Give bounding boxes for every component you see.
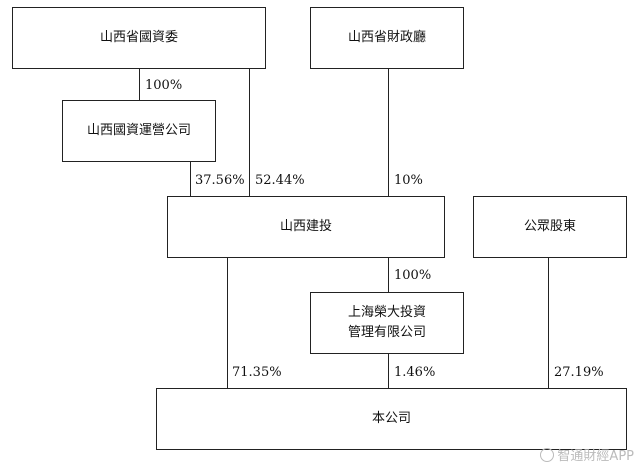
pct-sasac-to-ops: 100% — [145, 78, 183, 93]
watermark-text: 智通財經APP — [557, 449, 634, 464]
watermark: 智通財經APP — [540, 445, 634, 464]
pct-construction-to-rongda: 100% — [394, 268, 432, 283]
pct-ops-to-construction: 37.56% — [195, 173, 245, 188]
finance-dept-box: 山西省財政廳 — [310, 7, 464, 69]
line-construction-to-rongda — [388, 258, 389, 292]
line-ops-to-construction — [190, 162, 191, 196]
watermark-logo-icon — [540, 447, 555, 462]
public-shareholders-label: 公眾股東 — [523, 219, 576, 234]
line-rongda-to-company — [388, 354, 389, 388]
sasac-label: 山西省國資委 — [99, 30, 178, 45]
sasac-box: 山西省國資委 — [12, 7, 266, 69]
pct-finance-to-construction: 10% — [394, 173, 423, 188]
pct-sasac-to-construction: 52.44% — [255, 173, 305, 188]
line-construction-to-company — [227, 258, 228, 388]
pct-rongda-to-company: 1.46% — [394, 365, 436, 380]
line-sasac-to-ops — [139, 69, 140, 100]
shanghai-rongda-label-line1: 上海榮大投資 — [347, 305, 426, 320]
finance-dept-label: 山西省財政廳 — [347, 30, 426, 45]
state-capital-ops-label: 山西國資運營公司 — [86, 123, 191, 138]
pct-public-to-company: 27.19% — [554, 365, 604, 380]
shanghai-rongda-box: 上海榮大投資 管理有限公司 — [310, 292, 464, 354]
company-box: 本公司 — [156, 388, 627, 450]
sx-construction-box: 山西建投 — [167, 196, 445, 258]
line-public-to-company — [548, 258, 549, 388]
company-label: 本公司 — [371, 411, 411, 426]
pct-construction-to-company: 71.35% — [232, 365, 282, 380]
shanghai-rongda-label-line2: 管理有限公司 — [347, 325, 426, 340]
line-sasac-to-construction — [249, 69, 250, 196]
sx-construction-label: 山西建投 — [279, 219, 332, 234]
state-capital-ops-box: 山西國資運營公司 — [62, 100, 216, 162]
public-shareholders-box: 公眾股東 — [473, 196, 627, 258]
line-finance-to-construction — [388, 69, 389, 196]
